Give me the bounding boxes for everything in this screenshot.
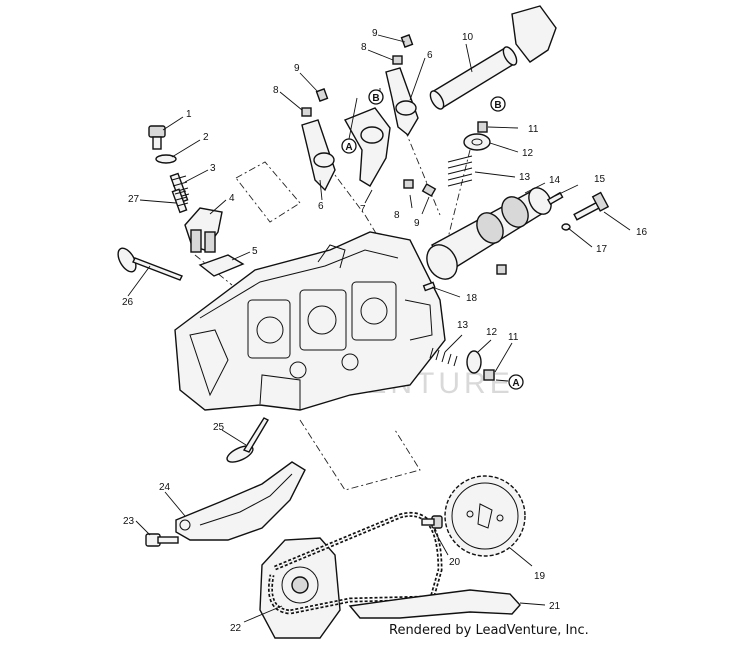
label-6b: 6 <box>318 201 324 212</box>
svg-text:B: B <box>372 93 379 104</box>
label-11a: 11 <box>528 124 539 135</box>
part-22-timing-chain <box>268 512 443 615</box>
label-6a: 6 <box>427 50 433 61</box>
label-8b: 8 <box>273 85 279 96</box>
label-12a: 12 <box>522 148 534 159</box>
label-23: 23 <box>123 516 135 527</box>
label-16: 16 <box>636 227 648 238</box>
credit-text: Rendered by LeadVenture, Inc. <box>389 623 589 638</box>
label-9c: 9 <box>414 218 420 229</box>
callout-b-right: B <box>490 96 506 112</box>
crankcase-housing <box>259 537 341 639</box>
label-27: 27 <box>128 194 140 205</box>
label-8c: 8 <box>394 210 400 221</box>
part-11-keepers <box>477 121 495 381</box>
part-27-stud <box>171 188 189 214</box>
part-6-rocker-arms <box>301 67 419 192</box>
label-26: 26 <box>122 297 134 308</box>
callout-b-upper: B <box>368 89 384 105</box>
label-14: 14 <box>549 175 561 186</box>
label-2: 2 <box>203 132 209 143</box>
part-16-bolt <box>573 191 610 221</box>
callout-a-upper: A <box>341 138 357 154</box>
part-19-cam-sprocket <box>444 475 526 557</box>
part-18-dowel <box>422 281 436 292</box>
label-20: 20 <box>449 557 461 568</box>
label-8a: 8 <box>361 42 367 53</box>
part-number-labels: 1 2 3 27 4 5 26 9 8 9 8 6 10 11 12 13 14… <box>122 28 648 634</box>
svg-text:A: A <box>512 378 519 389</box>
part-24-chain-guide <box>175 461 306 541</box>
label-1: 1 <box>186 109 192 120</box>
part-15-pin <box>546 191 564 206</box>
leader-lines <box>127 34 631 623</box>
part-1-bolt <box>148 125 166 150</box>
label-9a: 9 <box>372 28 378 39</box>
label-17: 17 <box>596 244 608 255</box>
rocker-support <box>511 5 557 63</box>
svg-text:A: A <box>345 142 352 153</box>
label-13b: 13 <box>457 320 469 331</box>
label-15: 15 <box>594 174 606 185</box>
part-25-valve <box>226 417 269 463</box>
part-26-valve <box>117 247 183 281</box>
assembly-lines <box>194 129 471 491</box>
part-21-chain-guide <box>348 589 521 619</box>
part-10-rocker-shaft <box>429 46 518 110</box>
label-7: 7 <box>360 204 366 215</box>
part-23-bolt <box>145 533 179 547</box>
label-21: 21 <box>549 601 561 612</box>
label-4: 4 <box>229 193 235 204</box>
label-9b: 9 <box>294 63 300 74</box>
label-11b: 11 <box>508 332 519 343</box>
part-13-springs <box>429 155 473 367</box>
label-13a: 13 <box>519 172 531 183</box>
label-18: 18 <box>466 293 478 304</box>
label-3: 3 <box>210 163 216 174</box>
label-12b: 12 <box>486 327 498 338</box>
callout-a-right: A <box>508 374 524 390</box>
label-10: 10 <box>462 32 474 43</box>
part-14-camshaft <box>426 187 552 280</box>
label-22: 22 <box>230 623 242 634</box>
part-20-bolt <box>421 515 443 529</box>
label-19: 19 <box>534 571 546 582</box>
svg-text:B: B <box>494 100 501 111</box>
part-2-washer <box>155 154 177 164</box>
part-7-rocker-assembly <box>343 107 391 187</box>
part-12-retainers <box>463 133 491 374</box>
label-25: 25 <box>213 422 225 433</box>
cylinder-head <box>174 231 446 411</box>
part-4-chain-tensioner <box>184 207 223 253</box>
camshaft-nut <box>496 264 507 275</box>
label-5: 5 <box>252 246 258 257</box>
label-24: 24 <box>159 482 171 493</box>
part-8-9-adjusters <box>301 34 437 197</box>
